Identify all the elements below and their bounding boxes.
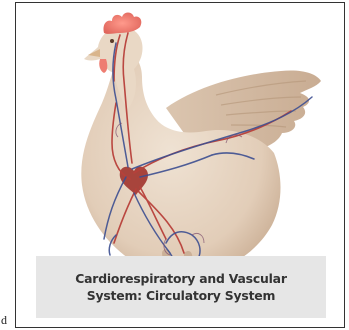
comb-shape — [103, 13, 141, 34]
caption-line-1: Cardiorespiratory and Vascular — [75, 270, 287, 287]
caption-box: Cardiorespiratory and Vascular System: C… — [36, 256, 326, 318]
eye-shape — [110, 39, 114, 43]
figure-card: Cardiorespiratory and Vascular System: C… — [15, 2, 345, 328]
figure-caption: Cardiorespiratory and Vascular System: C… — [75, 270, 287, 304]
caption-line-2: System: Circulatory System — [75, 287, 287, 304]
wattle-shape — [99, 59, 107, 73]
stray-text-fragment: d — [1, 314, 7, 326]
